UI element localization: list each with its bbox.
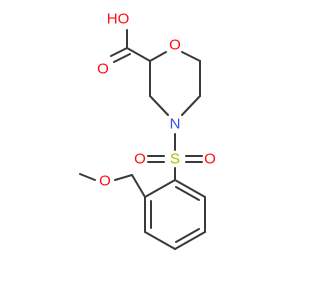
bond-ar-ch2 [131,174,146,198]
bonds [79,29,206,250]
atom-sulfonyl-oxygen-left: O [134,151,146,168]
bond-ar-3-4 [144,231,176,250]
atom-carbonyl-oxygen: O [97,61,109,78]
bond-ch2-o [114,174,133,181]
structure-diagram: HO O O N S O O O [79,11,216,250]
bond-ar-1-2 [144,179,176,198]
bond-c-c2 [126,47,151,62]
bond-c6-n [181,95,201,116]
atom-sulfonyl-oxygen-right: O [204,151,216,168]
atom-labels: HO O O N S O O O [97,11,216,190]
atom-hydroxyl: HO [107,11,130,28]
bond-ar-inner-c [175,186,200,201]
molecule-svg: HO O O N S O O O [79,11,216,250]
bond-ar-6-1 [174,179,206,198]
bond-c-o-double-b [113,53,131,63]
bond-ar-4-5 [174,231,206,250]
atom-sulfur: S [170,151,180,168]
bond-n-c3 [149,95,169,116]
atom-ring-oxygen: O [169,37,181,54]
bond-c2-o4 [149,51,167,62]
bond-o4-c5 [181,51,201,62]
bond-c-o-double-a [110,47,128,57]
bond-o-ch3 [79,173,96,181]
atom-ring-nitrogen: N [170,116,181,133]
bond-ar-inner-b [175,228,200,243]
atom-ether-oxygen: O [99,173,111,190]
